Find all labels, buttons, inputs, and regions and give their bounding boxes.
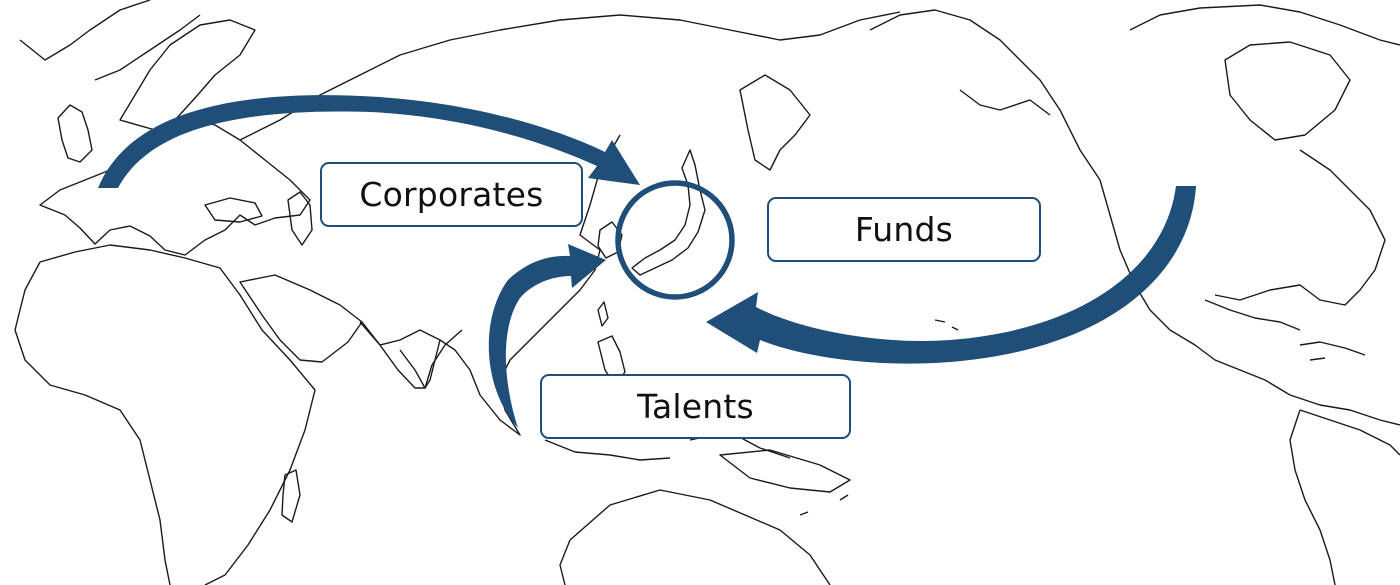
india-outline bbox=[361, 321, 463, 389]
pacific-islands-outline bbox=[799, 319, 959, 516]
japan-highlight-circle bbox=[615, 180, 735, 300]
black-sea-outline bbox=[204, 197, 263, 223]
talents-label: Talents bbox=[637, 387, 754, 426]
talents-label-box: Talents bbox=[540, 374, 851, 439]
kamchatka-outline bbox=[739, 74, 811, 171]
new-guinea-outline bbox=[719, 449, 851, 493]
continent-outlines bbox=[14, 0, 1400, 585]
talents-arrow bbox=[488, 244, 606, 428]
funds-arrow bbox=[706, 186, 1196, 364]
greenland-outline bbox=[1224, 41, 1351, 141]
madagascar-outline bbox=[281, 469, 301, 523]
caspian-outline bbox=[287, 191, 313, 246]
north-america-outline bbox=[1099, 4, 1400, 426]
corporates-arrow bbox=[98, 95, 640, 188]
philippines-outline bbox=[597, 335, 626, 386]
arabia-outline bbox=[239, 274, 363, 363]
australia-outline bbox=[559, 489, 831, 585]
taiwan-outline bbox=[597, 301, 609, 327]
gulf-of-mexico-outline bbox=[1204, 299, 1301, 331]
caribbean-outline bbox=[1299, 341, 1366, 361]
funds-label: Funds bbox=[854, 210, 954, 249]
africa-outline bbox=[14, 244, 316, 585]
south-america-outline bbox=[1289, 409, 1400, 585]
arrows bbox=[98, 95, 1196, 428]
japan-outline bbox=[631, 149, 706, 276]
corporates-label: Corporates bbox=[359, 175, 544, 214]
britain-outline bbox=[57, 104, 93, 163]
corporates-label-box: Corporates bbox=[320, 162, 583, 227]
funds-label-box: Funds bbox=[767, 197, 1041, 262]
alaska-outline bbox=[869, 9, 1101, 181]
